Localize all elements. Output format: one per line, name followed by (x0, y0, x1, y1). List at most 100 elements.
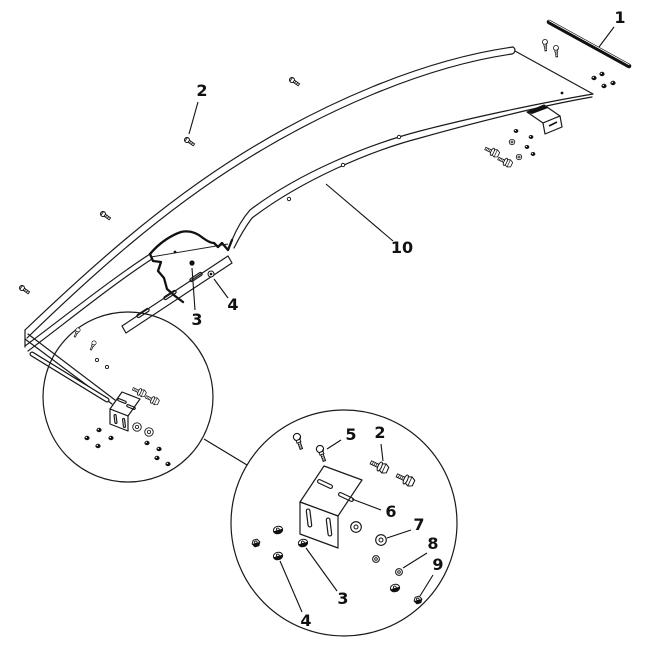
panel-hole (286, 196, 292, 202)
lower-rail-parts (24, 255, 233, 405)
callout-label-1-0[interactable]: 1 (614, 8, 625, 27)
hw-boltF (496, 154, 514, 169)
callout-label-4-12[interactable]: 4 (300, 611, 311, 630)
leader-line-2 (188, 101, 199, 135)
panel-bottom-left-hem (27, 258, 153, 352)
hw-boltF (394, 470, 417, 489)
leader-line-4 (213, 278, 229, 299)
hw-dot (513, 129, 519, 133)
hw-nutF (389, 582, 401, 594)
hw-dot (524, 145, 530, 149)
leader-line-3 (305, 547, 338, 592)
leader-line-4 (279, 560, 303, 613)
detail-circles-connector (203, 438, 248, 466)
hw-dot (144, 440, 150, 446)
hw-boltC (541, 38, 549, 52)
hw-washerS (508, 138, 516, 146)
hw-dot (530, 152, 536, 156)
panel-hole-filled (560, 91, 564, 95)
edge-strip (24, 333, 116, 405)
callout-label-3-2[interactable]: 3 (191, 310, 202, 329)
leader-line-3 (191, 267, 196, 311)
hw-nutH (250, 538, 262, 548)
panel-tab-fold-line (150, 243, 229, 258)
hw-boltF (483, 144, 501, 159)
hw-boltF (368, 457, 391, 476)
hw-grommet (207, 270, 215, 278)
leader-line-9 (419, 574, 434, 597)
detail-circle-left (42, 311, 214, 483)
panel-hole (396, 134, 402, 140)
hw-washerS (515, 153, 523, 161)
panel-bottom-band-lower (233, 96, 593, 249)
callout-label-2-6[interactable]: 2 (374, 423, 385, 442)
callout-label-2-1[interactable]: 2 (196, 81, 207, 100)
leader-line-5 (326, 439, 342, 450)
leader-line-10 (325, 183, 394, 242)
hw-boltS (18, 284, 31, 296)
hw-washerS (395, 568, 403, 576)
panel-holes (173, 91, 564, 254)
hw-nutF (272, 524, 284, 536)
leader-line-7 (386, 529, 412, 539)
panel-hole (340, 162, 346, 168)
leader-line-6 (351, 498, 382, 511)
hw-nutH (412, 595, 424, 605)
leader-line-2 (380, 443, 384, 462)
hw-washer (375, 534, 387, 546)
hw-boltS (288, 76, 301, 88)
hw-dot (601, 83, 607, 89)
curved-panel (24, 46, 594, 352)
hw-hole (94, 357, 100, 363)
panel-bottom-left-edge (24, 253, 151, 347)
leader-line-8 (402, 552, 428, 569)
panel-bottom-band-upper (231, 93, 594, 241)
callout-label-5-5[interactable]: 5 (345, 425, 356, 444)
hw-washerS (372, 555, 380, 563)
panel-tip-edge (514, 50, 594, 95)
hw-dot (154, 455, 160, 461)
hw-boltC (72, 326, 82, 339)
callout-label-8-9[interactable]: 8 (427, 534, 438, 553)
hw-dot (528, 135, 534, 139)
hw-washer (350, 521, 362, 533)
hw-boltS (99, 210, 112, 222)
panel-center-tab-top (148, 230, 234, 256)
hw-dot (96, 427, 102, 433)
hw-dot (84, 435, 90, 441)
hw-dot (599, 71, 605, 77)
hw-boltC (291, 431, 306, 451)
small-angle-bracket (109, 391, 141, 432)
right-end-bracket (526, 104, 563, 135)
callout-label-7-8[interactable]: 7 (413, 515, 424, 534)
hw-boltC (314, 443, 329, 463)
hw-dot (610, 80, 616, 86)
callout-label-9-10[interactable]: 9 (432, 555, 443, 574)
detail-circle-right (230, 409, 458, 637)
hw-dot (95, 443, 101, 449)
callout-label-6-7[interactable]: 6 (385, 502, 396, 521)
hw-dot (591, 75, 597, 81)
panel-hole-filled (173, 250, 177, 254)
leader-line-1 (598, 26, 615, 48)
panel-top-edge-cap (511, 46, 516, 55)
panel-top-inner-edge (26, 53, 513, 339)
slotted-rail (121, 255, 233, 334)
hw-dot (156, 446, 162, 452)
top-strip-part-1 (546, 19, 632, 69)
panel-top-outer-edge (24, 46, 514, 331)
large-angle-bracket (299, 465, 363, 549)
hw-dot (165, 461, 171, 467)
hw-boltC (552, 44, 560, 58)
callout-label-10-4[interactable]: 10 (391, 238, 413, 257)
callout-label-3-11[interactable]: 3 (337, 589, 348, 608)
hw-hole (104, 364, 110, 370)
hw-nutF (297, 537, 309, 549)
hw-boltC (88, 339, 98, 352)
callout-label-4-3[interactable]: 4 (227, 295, 238, 314)
hw-washer (144, 427, 154, 437)
hw-nutF (272, 550, 284, 562)
hw-boltS (183, 136, 196, 148)
